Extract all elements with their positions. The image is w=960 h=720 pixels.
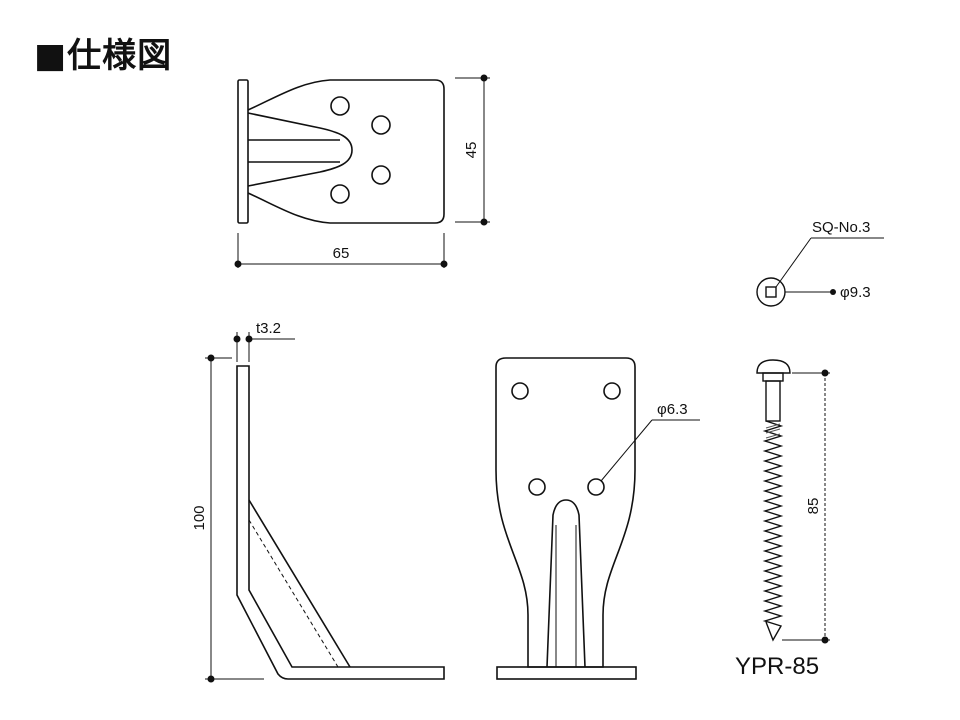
square-drive-icon [765,286,777,298]
front-view [495,357,700,680]
screw-head-view [756,237,884,307]
dimension-label-45: 45 [463,142,480,159]
front-view-base-plate [496,666,637,680]
top-view-hole [330,184,350,204]
top-view-back-plate [237,79,249,224]
front-view-hole [528,478,546,496]
side-view-rib [248,499,351,668]
screw-thread [762,420,784,642]
thread-hatch [765,423,781,439]
screw-head [756,359,791,374]
side-view-rib-hidden [248,519,339,668]
side-view [236,365,445,680]
screw-head-circle [756,277,786,307]
screw-head-diameter-label: φ9.3 [840,284,871,301]
leader-dot [830,289,836,295]
screw-drive-label: SQ-No.3 [812,219,870,236]
screw-washer [762,372,784,382]
thickness-label: t3.2 [256,320,281,337]
model-number: YPR-85 [735,653,819,680]
front-view-hole [511,382,529,400]
front-view-hole [603,382,621,400]
top-view-hole [330,96,350,116]
screw-side-view [756,359,791,642]
dimension-thickness [233,332,295,362]
page-title: ■仕様図 [34,36,173,76]
front-view-outline [495,357,636,668]
top-view-hole [371,115,391,135]
dimension-85 [782,369,830,644]
top-view-outline [247,79,445,224]
front-view-rib [546,499,586,668]
hole-diameter-label: φ6.3 [657,401,688,418]
dimension-100 [205,354,264,683]
dimension-65 [234,233,448,268]
side-view-outline [236,365,445,680]
dimension-label-65: 65 [333,245,350,262]
top-view-hole [371,165,391,185]
dimension-45 [455,74,490,226]
dimension-label-100: 100 [191,505,208,530]
top-view [237,79,445,224]
front-view-hole [587,478,605,496]
dimension-label-85: 85 [805,498,822,515]
top-view-rib [247,112,353,187]
screw-shank [765,380,781,422]
